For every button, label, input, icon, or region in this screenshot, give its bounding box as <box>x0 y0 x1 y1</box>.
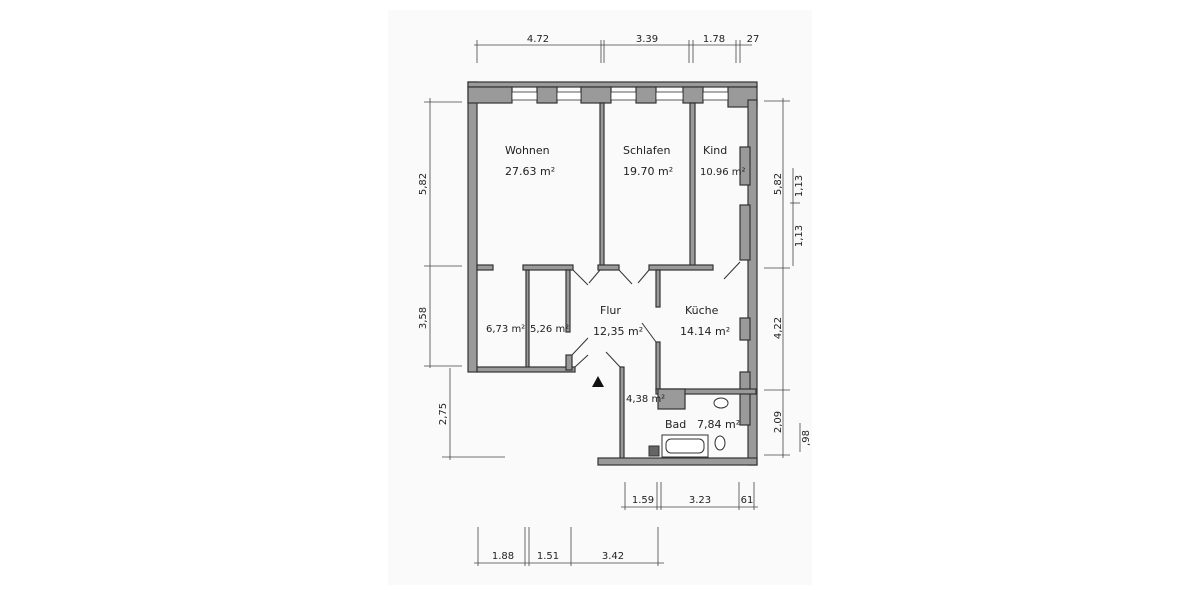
dim-right-5: 2,09 <box>773 411 784 433</box>
dim-left-1: 5,82 <box>418 173 429 195</box>
dim-right-6: ,98 <box>801 430 812 446</box>
room-name-wohnen: Wohnen <box>505 144 550 157</box>
room-area-kind: 10.96 m² <box>700 167 746 178</box>
room-area-1: 6,73 m² <box>486 324 525 335</box>
dim-left-2: 3,58 <box>418 307 429 329</box>
room-area-schlafen: 19.70 m² <box>623 165 673 178</box>
dim-left-3: 2,75 <box>438 403 449 425</box>
room-name-schlafen: Schlafen <box>623 144 670 157</box>
dim-bottom-5: 1.51 <box>537 551 559 562</box>
room-area-flur: 12,35 m² <box>593 325 643 338</box>
wall-bottom <box>597 457 758 466</box>
toilet-icon <box>714 435 726 451</box>
bathroom-fixtures <box>592 376 729 458</box>
room-area-bad: 7,84 m² <box>697 418 740 431</box>
wall-left <box>467 81 478 373</box>
dim-right-4: 4,22 <box>773 317 784 339</box>
dim-right-3: 1,13 <box>794 225 805 247</box>
dim-bottom-2: 3.23 <box>689 495 711 506</box>
dim-bottom-4: 1.88 <box>492 551 514 562</box>
dim-bottom-1: 1.59 <box>632 495 654 506</box>
dimension-lines: 4.72 3.39 1.78 27 5,82 3,58 2,75 5,82 1,… <box>418 34 812 566</box>
room-name-bad: Bad <box>665 418 686 431</box>
dim-top-1: 4.72 <box>527 34 549 45</box>
wall-top <box>467 81 758 88</box>
room-area-kueche: 14.14 m² <box>680 325 730 338</box>
dim-bottom-6: 3.42 <box>602 551 624 562</box>
room-name-kueche: Küche <box>685 304 719 317</box>
room-labels: Wohnen 27.63 m² Schlafen 19.70 m² Kind 1… <box>486 144 746 431</box>
room-name-flur: Flur <box>600 304 621 317</box>
room-name-kind: Kind <box>703 144 727 157</box>
room-area-3: 4,38 m² <box>626 394 665 405</box>
walls <box>467 81 758 466</box>
dim-right-2: 1,13 <box>794 175 805 197</box>
dim-right-1: 5,82 <box>773 173 784 195</box>
dim-bottom-3: 61 <box>741 495 754 506</box>
room-area-wohnen: 27.63 m² <box>505 165 555 178</box>
dim-top-3: 1.78 <box>703 34 725 45</box>
dim-top-4: 27 <box>747 34 760 45</box>
sink-icon <box>713 397 729 409</box>
room-area-2: 5,26 m² <box>530 324 569 335</box>
dim-top-2: 3.39 <box>636 34 658 45</box>
entrance-triangle-icon <box>592 376 604 387</box>
